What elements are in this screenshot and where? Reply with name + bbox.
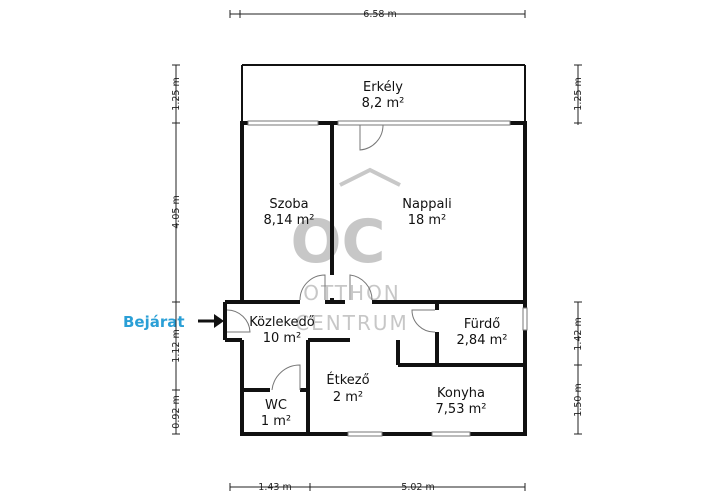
windows — [247, 120, 528, 437]
walls — [223, 121, 527, 436]
dim-left-1: 1.25 m — [171, 77, 182, 110]
dim-bottom-right: 5.02 m — [401, 482, 434, 493]
room-erkely-area: 8,2 m² — [362, 96, 405, 111]
room-nappali-name: Nappali — [402, 197, 451, 212]
dim-top-total: 6.58 m — [363, 9, 396, 20]
room-etkezo-area: 2 m² — [333, 390, 363, 405]
entrance-label: Bejárat — [123, 313, 185, 331]
dim-right-2: 1.42 m — [573, 317, 584, 350]
room-wc-area: 1 m² — [261, 414, 291, 429]
room-nappali-area: 18 m² — [408, 213, 447, 228]
dim-bottom-left: 1.43 m — [258, 482, 291, 493]
room-szoba-area: 8,14 m² — [264, 213, 315, 228]
room-furdo-name: Fürdő — [464, 317, 500, 332]
balcony-outline — [241, 64, 526, 125]
room-konyha-name: Konyha — [437, 386, 485, 401]
room-kozlekedo-area: 10 m² — [263, 331, 302, 346]
room-konyha-area: 7,53 m² — [436, 402, 487, 417]
watermark-logo-text: OC — [290, 207, 385, 277]
room-wc-name: WC — [265, 398, 287, 413]
dim-left-2: 4.05 m — [171, 195, 182, 228]
dim-right-1: 1.25 m — [573, 77, 584, 110]
watermark-logo: OC OTTHON CENTRUM — [290, 167, 409, 335]
room-szoba-name: Szoba — [269, 197, 308, 212]
dim-right-3: 1.50 m — [573, 383, 584, 416]
room-furdo-area: 2,84 m² — [457, 333, 508, 348]
dim-left-4: 0.92 m — [171, 395, 182, 428]
room-kozlekedo-name: Közlekedő — [249, 315, 315, 330]
room-erkely-name: Erkély — [363, 80, 403, 95]
room-etkezo-name: Étkező — [326, 372, 369, 388]
door-swings — [226, 124, 436, 391]
watermark-line2: CENTRUM — [295, 311, 409, 335]
dim-left-3: 1.12 m — [171, 329, 182, 362]
entrance-arrow-icon — [198, 314, 224, 328]
dimension-lines — [172, 10, 582, 491]
